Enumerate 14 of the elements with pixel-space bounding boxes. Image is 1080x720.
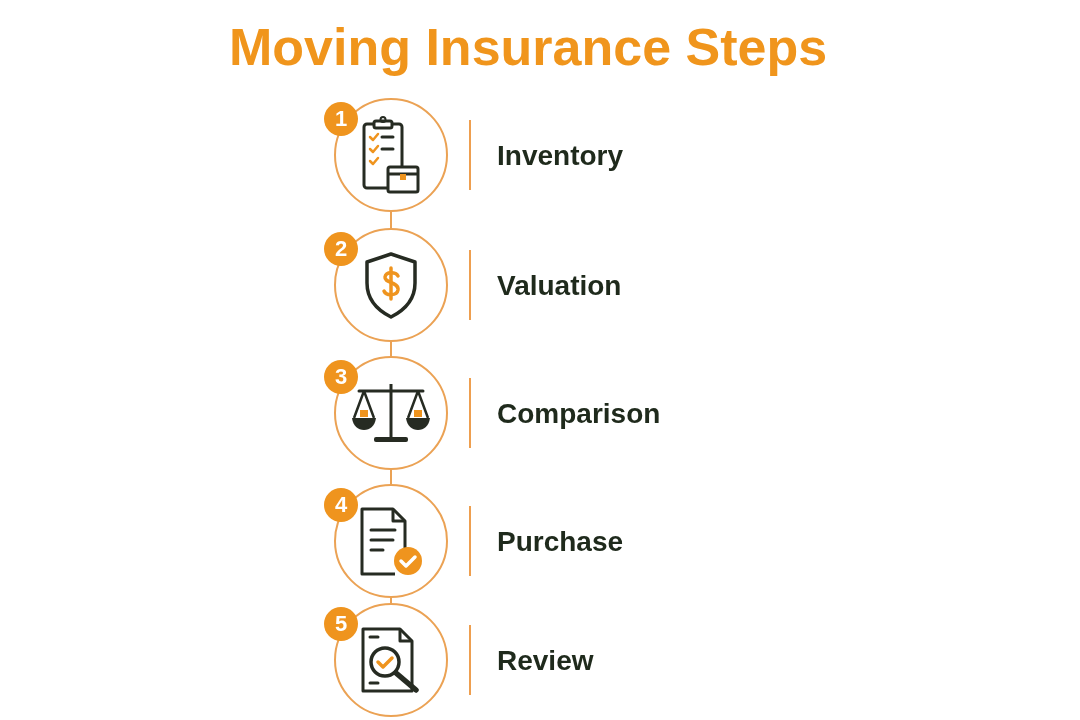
- step-number-badge: 4: [324, 488, 358, 522]
- step-label: Purchase: [497, 525, 624, 559]
- step-label: Comparison: [497, 397, 661, 431]
- step-label: Review: [497, 644, 594, 678]
- step-number-badge: 2: [324, 232, 358, 266]
- step-number-badge: 5: [324, 607, 358, 641]
- connector-line: [390, 341, 392, 357]
- connector-line: [390, 211, 392, 229]
- connector-line: [390, 469, 392, 485]
- step-number-badge: 3: [324, 360, 358, 394]
- step-label: Valuation: [497, 269, 622, 303]
- step-number-badge: 1: [324, 102, 358, 136]
- connector-line: [390, 597, 392, 604]
- step-label: Inventory: [497, 139, 624, 173]
